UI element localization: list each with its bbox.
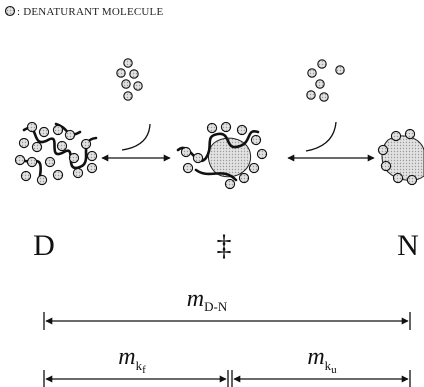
- bound-denaturant: [221, 122, 230, 131]
- denaturant-molecule: [316, 80, 324, 88]
- bound-denaturant: [39, 127, 48, 136]
- bound-denaturant: [407, 175, 416, 184]
- release-curve-left: [122, 124, 150, 150]
- bound-denaturant: [193, 153, 202, 162]
- bound-denaturant: [239, 173, 248, 182]
- state-label-native: N: [397, 229, 419, 262]
- bound-denaturant: [237, 125, 246, 134]
- bound-denaturant: [87, 151, 96, 160]
- bound-denaturant: [45, 157, 54, 166]
- bound-denaturant: [65, 130, 74, 139]
- legend: : DENATURANT MOLECULE: [6, 6, 164, 18]
- bound-denaturant: [73, 168, 82, 177]
- denaturant-molecule: [124, 92, 132, 100]
- bound-denaturant: [27, 157, 36, 166]
- bound-denaturant: [53, 125, 62, 134]
- bound-denaturant: [381, 161, 390, 170]
- denaturant-molecule: [130, 70, 138, 78]
- release-curve-right: [306, 122, 336, 151]
- bound-denaturant: [53, 170, 62, 179]
- state-label-denatured: D: [33, 229, 55, 262]
- bound-denaturant: [27, 122, 36, 131]
- dimension-m-ku: mku: [232, 344, 410, 387]
- bound-denaturant: [19, 138, 28, 147]
- dimension-m-dn: mD-N: [44, 286, 410, 330]
- dimension-m-kf: mkf: [44, 344, 228, 387]
- denaturant-molecule: [124, 59, 132, 67]
- denaturant-molecule: [320, 93, 328, 101]
- state-label-transition: ‡: [217, 229, 232, 262]
- bound-denaturant: [391, 131, 400, 140]
- bound-denaturant: [21, 171, 30, 180]
- denaturant-molecule: [134, 82, 142, 90]
- denaturant-molecule: [318, 60, 326, 68]
- bound-denaturant: [37, 175, 46, 184]
- bound-denaturant: [57, 141, 66, 150]
- bound-denaturant: [207, 123, 216, 132]
- bound-denaturant: [378, 145, 387, 154]
- denaturant-cluster-left: [117, 59, 142, 100]
- native-protein: [378, 129, 424, 184]
- dimension-label-m-ku: mku: [307, 344, 337, 376]
- denaturant-molecule: [308, 69, 316, 77]
- bound-denaturant: [32, 142, 41, 151]
- bound-denaturant: [257, 149, 266, 158]
- bound-denaturant: [87, 163, 96, 172]
- bound-denaturant: [251, 135, 260, 144]
- dimension-label-m-kf: mkf: [118, 344, 146, 376]
- denaturant-molecule: [336, 66, 344, 74]
- denatured-protein: [15, 122, 96, 184]
- dimension-label-m-dn: mD-N: [187, 286, 228, 314]
- bound-denaturant: [183, 163, 192, 172]
- bound-denaturant: [15, 155, 24, 164]
- bound-denaturant: [225, 179, 234, 188]
- bound-denaturant: [69, 153, 78, 162]
- bound-denaturant: [81, 139, 90, 148]
- legend-label: : DENATURANT MOLECULE: [17, 6, 163, 18]
- legend-molecule-icon: [6, 7, 15, 16]
- bound-denaturant: [181, 147, 190, 156]
- denaturant-molecule: [122, 80, 130, 88]
- denaturant-molecule: [307, 91, 315, 99]
- bound-denaturant: [393, 173, 402, 182]
- denaturant-cluster-right: [307, 60, 344, 101]
- transition-state-protein: [178, 122, 267, 188]
- bound-denaturant: [249, 163, 258, 172]
- bound-denaturant: [405, 129, 414, 138]
- folded-core: [382, 136, 424, 180]
- denaturant-molecule: [117, 69, 125, 77]
